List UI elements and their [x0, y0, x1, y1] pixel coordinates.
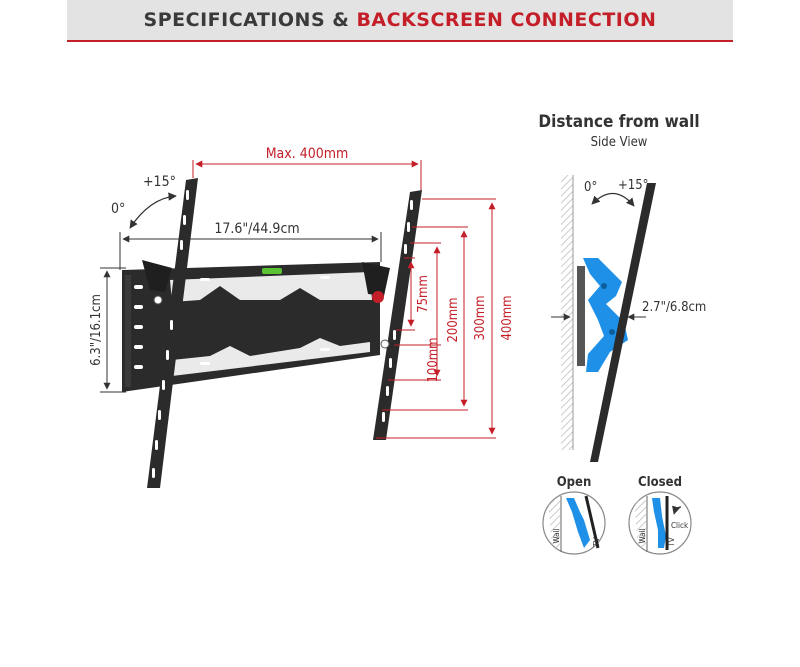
front-view: Max. 400mm 17.6"/44.9cm 6.3"/16.1cm +15°… — [89, 146, 515, 488]
side-view-title: Distance from wall — [538, 112, 699, 132]
height-label: 6.3"/16.1cm — [89, 294, 104, 366]
vesa-100-label: 100mm — [426, 337, 441, 382]
max-vesa-dimension: Max. 400mm — [192, 146, 422, 190]
wall-plate — [122, 262, 380, 392]
lock-detail-open: Open Wall TV — [542, 475, 606, 555]
open-wall-label: Wall — [552, 528, 561, 543]
open-label: Open — [557, 475, 592, 490]
side-view: Distance from wall Side View 0° +15° 2.7… — [538, 112, 706, 462]
distance-label: 2.7"/6.8cm — [642, 300, 706, 315]
left-vertical-arm — [142, 178, 198, 488]
closed-wall-label: Wall — [638, 528, 647, 543]
side-tilt-zero-label: 0° — [584, 180, 597, 195]
closed-label: Closed — [638, 475, 682, 490]
wall-plate-side — [577, 266, 585, 366]
vesa-75-label: 75mm — [416, 275, 431, 313]
right-vertical-arm — [362, 190, 422, 440]
lock-knob — [372, 291, 384, 303]
lock-detail-closed: Closed Wall TV Click — [628, 475, 692, 555]
side-view-subtitle: Side View — [591, 135, 648, 150]
title-backscreen-connection: BACKSCREEN CONNECTION — [356, 9, 657, 31]
header-bar: SPECIFICATIONS & BACKSCREEN CONNECTION — [67, 0, 733, 42]
tilt-up-label: +15° — [143, 174, 176, 190]
width-dimension: 17.6"/44.9cm — [119, 221, 382, 270]
tv-panel-tilted — [590, 183, 656, 462]
width-label: 17.6"/44.9cm — [214, 221, 299, 237]
spirit-level — [262, 268, 282, 274]
vesa-200-label: 200mm — [446, 297, 461, 342]
tilt-zero-label: 0° — [111, 201, 125, 217]
click-label: Click — [671, 521, 689, 530]
height-dimension: 6.3"/16.1cm — [89, 267, 126, 393]
vesa-300-label: 300mm — [473, 295, 488, 340]
title-specifications: SPECIFICATIONS & — [143, 9, 357, 31]
page-title: SPECIFICATIONS & BACKSCREEN CONNECTION — [67, 9, 733, 31]
open-tv-label: TV — [592, 537, 601, 547]
tilt-indicator: +15° 0° — [111, 174, 177, 229]
vesa-400-label: 400mm — [500, 295, 515, 340]
side-tilt-up-label: +15° — [618, 178, 649, 193]
vesa-height-dimensions — [376, 198, 496, 439]
wall — [561, 175, 573, 450]
closed-tv-label: TV — [667, 537, 676, 547]
max-vesa-label: Max. 400mm — [266, 146, 349, 162]
